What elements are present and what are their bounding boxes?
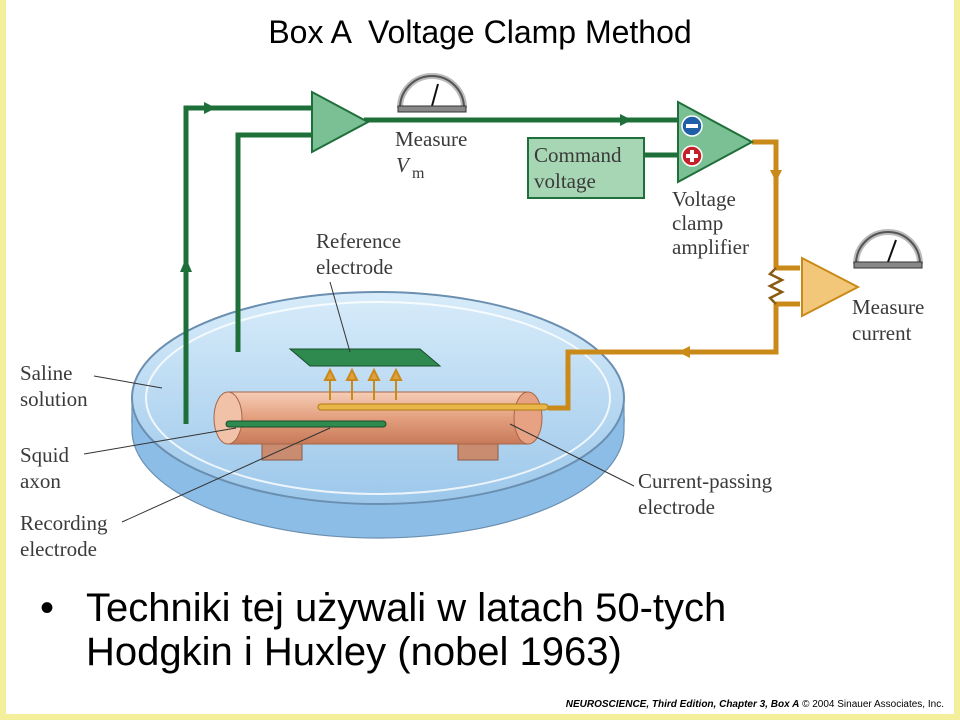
voltage-clamp-amplifier [677, 100, 755, 184]
bullet-text-1: Techniki tej używali w latach 50-tych [86, 586, 727, 630]
current-amplifier [801, 256, 861, 318]
label-vm-symbol: V [396, 153, 411, 177]
green-arrowheads [180, 102, 632, 272]
vm-amplifier [311, 90, 371, 154]
bullet-item: • Techniki tej używali w latach 50-tych [40, 586, 940, 630]
frame-bottom [0, 714, 960, 720]
bullet-continuation: Hodgkin i Huxley (nobel 1963) [86, 630, 622, 674]
label-reference-electrode: electrode [316, 255, 393, 279]
credit-rest: © 2004 Sinauer Associates, Inc. [799, 699, 944, 710]
label-vm-subscript: m [412, 165, 425, 182]
credit-book: NEUROSCIENCE, Third Edition, Chapter 3, … [565, 699, 800, 710]
label-recording: Recording [20, 511, 108, 535]
current-passing-electrode [317, 403, 549, 411]
current-sense-resistor [767, 267, 785, 305]
label-saline: Saline [20, 361, 73, 385]
slide-title: Box A Voltage Clamp Method [268, 14, 692, 50]
label-current-passing: Current-passing [638, 469, 773, 493]
reference-electrode [288, 348, 442, 367]
recording-electrode [225, 420, 387, 428]
label-measure-vm: Measure [395, 127, 467, 151]
label-vc-clamp: clamp [672, 211, 723, 235]
frame-left [0, 0, 6, 720]
label-vc-amplifier: amplifier [672, 235, 749, 259]
command-voltage-box [527, 137, 645, 199]
label-axon: axon [20, 469, 61, 493]
leader-lines [83, 281, 635, 523]
voltage-clamp-diagram: Measure V m Command voltage Voltage clam… [20, 73, 924, 561]
current-meter-icon [853, 229, 923, 269]
bullet-list: • Techniki tej używali w latach 50-tych H… [40, 586, 940, 674]
label-reference: Reference [316, 229, 401, 253]
label-solution: solution [20, 387, 88, 411]
label-measure-current: Measure [852, 295, 924, 319]
image-credit: NEUROSCIENCE, Third Edition, Chapter 3, … [566, 699, 944, 710]
orange-arrowheads [678, 170, 782, 358]
label-command: Command [534, 143, 622, 167]
frame-right [954, 0, 960, 720]
squid-axon [213, 391, 543, 445]
orange-wires [548, 139, 800, 411]
label-voltage: voltage [534, 169, 596, 193]
label-vc-voltage: Voltage [672, 187, 736, 211]
label-current-passing-electrode: electrode [638, 495, 715, 519]
diagram-labels: Measure V m Command voltage Voltage clam… [20, 127, 924, 561]
current-flow-arrows [323, 367, 403, 400]
vm-meter-icon [397, 73, 467, 113]
label-squid: Squid [20, 443, 70, 467]
label-recording-electrode: electrode [20, 537, 97, 561]
label-current: current [852, 321, 912, 345]
bullet-dot: • [40, 586, 55, 630]
